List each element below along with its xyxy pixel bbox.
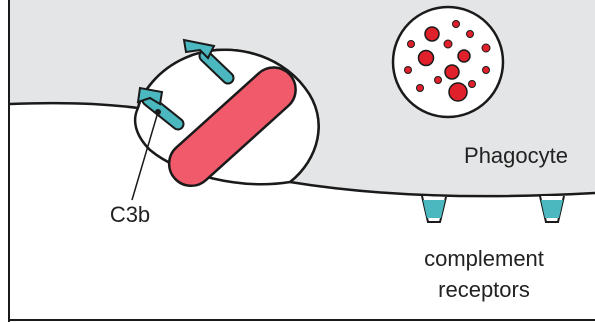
phagocyte-label: Phagocyte: [464, 143, 568, 168]
granule: [435, 77, 442, 84]
granule: [425, 27, 439, 41]
granule: [467, 31, 474, 38]
granule: [458, 50, 470, 62]
granule: [453, 21, 460, 28]
complement-receptor-right: [540, 196, 564, 222]
complement-receptor-left: [422, 196, 446, 222]
granule: [405, 67, 412, 74]
c3b-label: C3b: [110, 202, 150, 227]
receptors-label-line2: receptors: [438, 277, 530, 302]
granule: [482, 44, 490, 52]
granule-vesicle: [393, 7, 503, 117]
granule: [449, 83, 467, 101]
granule: [445, 65, 459, 79]
granule: [419, 51, 434, 66]
granule: [483, 67, 490, 74]
granule: [408, 41, 415, 48]
granule: [444, 40, 452, 48]
receptors-label-line1: complement: [424, 246, 544, 271]
granule: [469, 81, 476, 88]
granule: [417, 85, 424, 92]
